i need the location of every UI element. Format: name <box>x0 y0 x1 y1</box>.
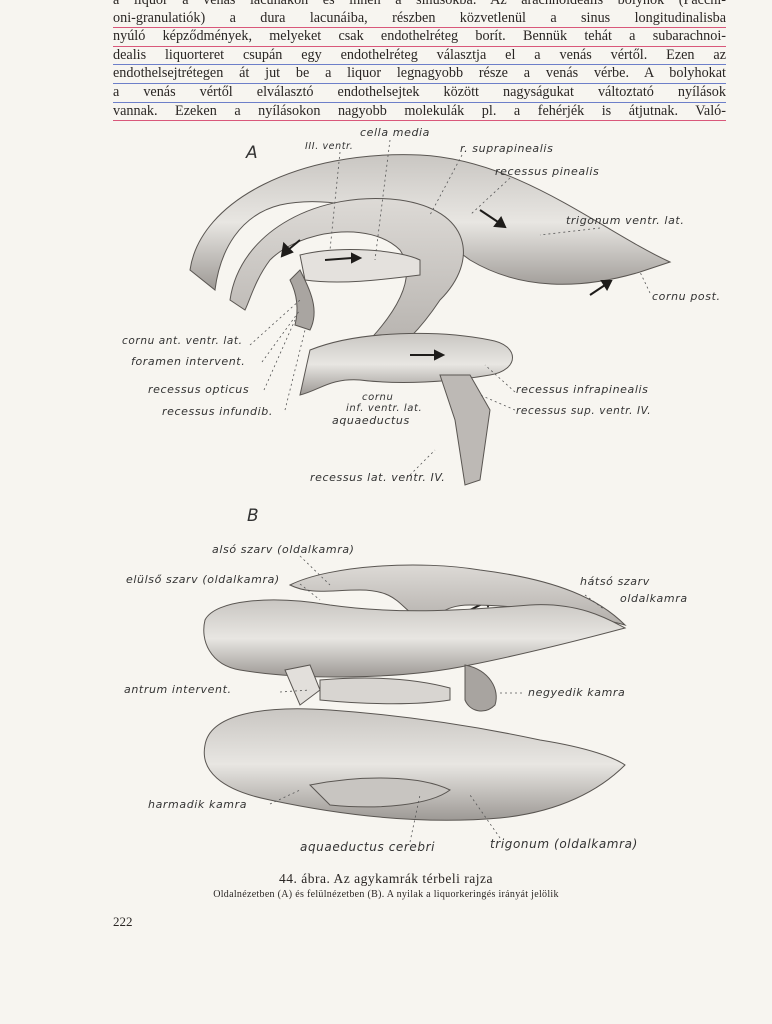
label-cella-media: cella media <box>360 126 431 139</box>
label-recessus-lat-ventr-iv: recessus lat. ventr. IV. <box>310 471 446 484</box>
text-line: oni-granulatiók) a dura lacunáiba, részb… <box>113 10 726 29</box>
text-line: dealis liquorteret csupán egy endothelré… <box>113 47 726 66</box>
text-line: a liquor a vénás lacunákon és innen a si… <box>113 0 726 8</box>
label-also-szarv: alsó szarv (oldalkamra) <box>212 543 355 556</box>
figure-a-letter: A <box>246 143 258 163</box>
label-foramen-intervent: foramen intervent. <box>131 355 246 368</box>
text-line: a venás vértől elválasztó endothelsejtek… <box>113 84 726 103</box>
label-r-suprapinealis: r. suprapinealis <box>460 142 554 155</box>
label-harmadik-kamra: harmadik kamra <box>148 798 248 811</box>
label-oldalkamra: oldalkamra <box>620 592 688 605</box>
leader-lines <box>249 139 651 843</box>
label-aquaeductus: aquaeductus <box>332 414 410 427</box>
text-line: nyúló képződmények, melyeket csak endoth… <box>113 28 726 47</box>
label-aquaeductus-cerebri: aquaeductus cerebri <box>300 840 436 854</box>
label-hatso-szarv: hátsó szarv <box>580 575 650 588</box>
label-trigonum-ventr-lat: trigonum ventr. lat. <box>566 214 685 227</box>
label-negyedik-kamra: negyedik kamra <box>528 686 626 699</box>
text-line: endothelsejtrétegen át jut be a liquor l… <box>113 65 726 84</box>
text-line: vannak. Ezeken a nyílásokon nagyobb mole… <box>113 103 726 122</box>
figure-caption-title: 44. ábra. Az agykamrák térbeli rajza <box>278 871 494 886</box>
label-inf-ventr-lat: inf. ventr. lat. <box>346 403 423 414</box>
label-iii-ventr: III. ventr. <box>305 141 354 152</box>
label-cornu-ant: cornu ant. ventr. lat. <box>122 335 243 347</box>
page-number: 222 <box>113 914 133 929</box>
label-recessus-opticus: recessus opticus <box>148 383 250 396</box>
figure-a-drawing <box>189 154 672 486</box>
label-recessus-infrapinealis: recessus infrapinealis <box>516 383 649 396</box>
figure-b-drawing <box>203 564 627 821</box>
label-cornu: cornu <box>362 392 394 403</box>
label-recessus-pinealis: recessus pinealis <box>495 165 600 178</box>
body-text: a liquor a vénás lacunákon és innen a si… <box>113 0 726 122</box>
label-trigonum-oldalkamra: trigonum (oldalkamra) <box>490 837 638 851</box>
label-antrum-intervent: antrum intervent. <box>124 683 232 696</box>
label-recessus-infundib: recessus infundib. <box>162 405 273 418</box>
label-elulso-szarv: elülső szarv (oldalkamra) <box>126 573 280 586</box>
label-cornu-post: cornu post. <box>652 290 721 303</box>
figure-b-letter: B <box>247 506 259 526</box>
figure-caption-subtitle: Oldalnézetben (A) és felülnézetben (B). … <box>213 889 559 900</box>
label-recessus-sup-ventr-iv: recessus sup. ventr. IV. <box>516 405 652 417</box>
